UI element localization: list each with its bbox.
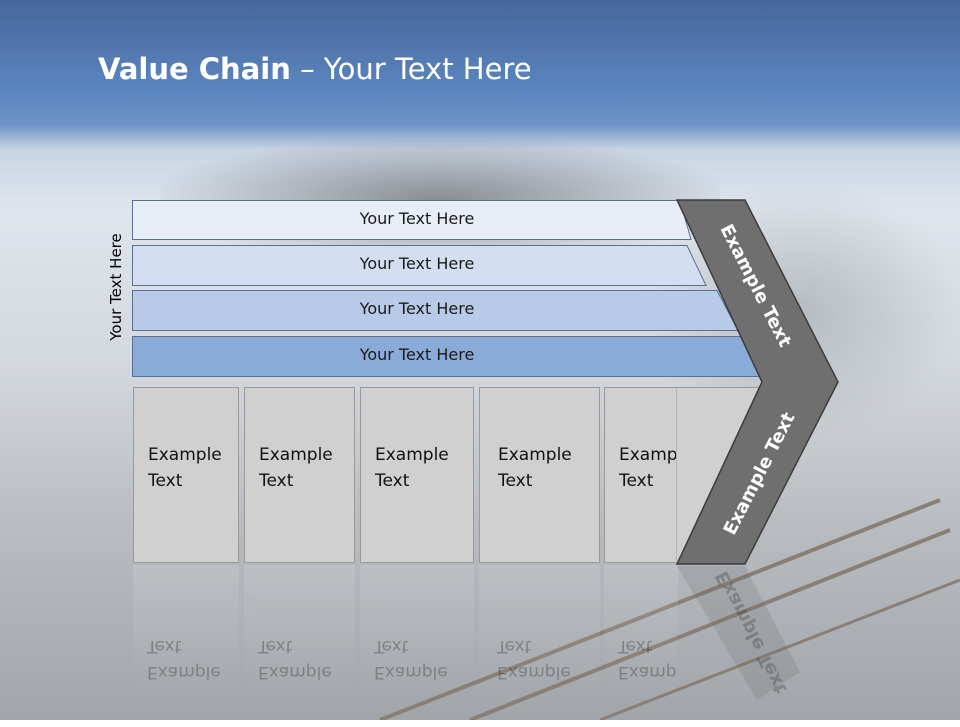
activity-column-1-label: Example Text: [148, 445, 222, 491]
column-reflection-1-text: Example Text: [147, 636, 221, 682]
value-bar-4-label: Your Text Here: [359, 345, 475, 364]
activity-column-2[interactable]: Example Text: [244, 387, 355, 563]
column-reflection-4-text: Example Text: [497, 636, 571, 682]
column-reflection-2: Example Text: [244, 565, 355, 685]
activity-column-5-label: Example Text: [619, 445, 693, 491]
value-bar-1-label: Your Text Here: [359, 209, 475, 228]
column-reflection-4: Example Text: [479, 565, 600, 685]
title-rest: – Your Text Here: [290, 52, 532, 86]
activity-column-3[interactable]: Example Text: [360, 387, 474, 563]
column-reflection-5: Example Text: [604, 565, 678, 685]
column-reflection-2-text: Example Text: [258, 636, 332, 682]
value-bar-3-label: Your Text Here: [359, 299, 475, 318]
column-reflection-3: Example Text: [360, 565, 474, 685]
title-bold: Value Chain: [98, 52, 291, 86]
activity-column-2-label: Example Text: [259, 445, 333, 491]
value-bar-2-label: Your Text Here: [359, 254, 475, 273]
activity-column-5[interactable]: Example Text: [604, 387, 693, 563]
side-label: Your Text Here: [107, 233, 125, 341]
activity-column-1[interactable]: Example Text: [133, 387, 239, 563]
activity-column-4-label: Example Text: [498, 445, 572, 491]
activity-column-3-label: Example Text: [375, 445, 449, 491]
column-reflection-5-text: Example Text: [618, 636, 678, 682]
column-reflection-1: Example Text: [133, 565, 239, 685]
railway-tracks: [379, 498, 960, 720]
column-reflection-3-text: Example Text: [374, 636, 448, 682]
page-title: Value Chain – Your Text Here: [98, 52, 532, 86]
activity-column-4[interactable]: Example Text: [479, 387, 600, 563]
